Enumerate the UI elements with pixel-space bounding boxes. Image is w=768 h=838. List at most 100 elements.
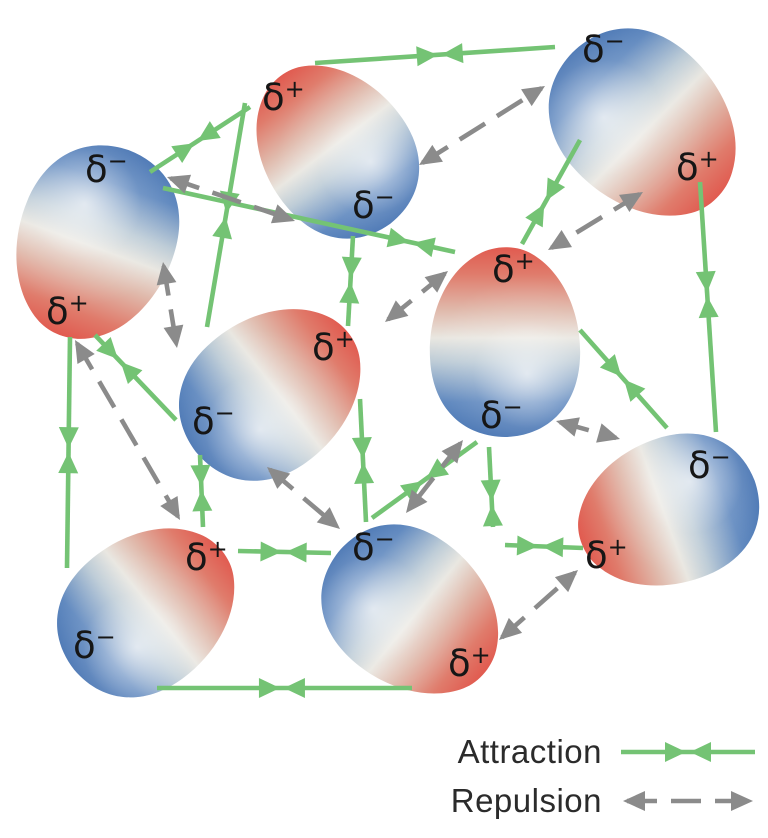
attraction-arrow [162,185,456,258]
repulsion-arrow [556,417,620,443]
arrowhead [599,354,622,377]
repulsion-arrow-icon [623,791,753,811]
attraction-arrow [695,181,719,433]
arrowhead [192,490,213,512]
arrowhead [482,504,503,527]
attraction-arrow [339,235,362,327]
molecule-center-left [179,309,361,481]
arrowhead [731,791,753,811]
arrowhead [339,282,360,304]
molecule-highlight [578,433,760,586]
arrowhead [525,204,545,228]
molecule-highlight [16,145,180,339]
arrowhead [424,271,448,293]
attraction-arrow [148,105,252,174]
arrowhead [270,204,295,224]
arrowhead [441,43,464,64]
arrowhead [258,678,280,698]
attraction-arrows [58,43,719,698]
repulsion-arrow [406,440,463,513]
arrowhead [542,537,564,558]
attraction-arrow [93,333,178,422]
arrowhead [548,230,572,250]
arrowhead [546,177,566,201]
arrowhead [96,336,118,360]
molecule-highlight [179,309,361,481]
legend-repulsion-label: Repulsion [450,782,602,819]
charge-label: δ− [192,399,235,443]
charge-label: δ− [582,27,625,71]
legend: Attraction Repulsion [418,733,758,820]
attraction-arrow [370,440,479,520]
repulsion-arrow [75,340,180,520]
arrowhead [212,216,233,240]
charge-label: δ+ [676,145,719,189]
arrowhead [58,452,79,474]
arrowhead [316,507,340,529]
molecules [16,28,760,698]
arrowhead [406,489,428,513]
attraction-arrow [519,138,583,246]
arrowhead [386,227,410,248]
arrowhead [75,340,95,365]
arrowhead [197,121,221,142]
molecule-highlight [548,28,736,216]
arrowhead [385,300,409,322]
charge-label: δ+ [448,641,491,685]
charge-label: δ+ [585,533,628,577]
repulsion-arrow [385,271,448,322]
charge-label: δ− [85,147,128,191]
attraction-arrow [621,742,755,762]
legend-repulsion-row: Repulsion [418,782,758,820]
arrowhead [426,458,449,479]
charge-label: δ− [73,623,116,667]
arrowhead [480,479,501,502]
charge-label: δ+ [185,535,228,579]
legend-attraction-label: Attraction [457,733,602,770]
arrowhead [283,678,305,698]
charge-label: δ− [352,525,395,569]
molecule-top-right [548,28,736,216]
arrowhead [596,423,620,443]
molecule-bottom-middle [321,524,498,694]
arrowhead [665,742,686,762]
molecule-highlight [57,528,235,698]
arrowhead [623,791,645,811]
attraction-arrow [504,535,584,558]
arrowhead [171,143,195,164]
molecule-top-left [16,145,180,339]
repulsion-arrow [623,791,753,811]
charge-label: δ+ [492,247,535,291]
arrowhead [260,541,282,562]
charge-label: δ− [352,183,395,227]
molecule-center [429,247,581,437]
arrowhead [516,535,539,556]
repulsion-arrow [167,174,295,224]
arrowhead [190,464,211,487]
attraction-arrow [480,446,503,528]
charge-label: δ+ [312,325,355,369]
attraction-arrow [578,328,669,430]
arrowhead [160,495,180,520]
molecule-bottom-left [57,528,235,698]
arrowhead [521,86,545,107]
attraction-arrow [351,398,375,523]
arrowhead [698,296,719,319]
arrowhead [695,270,716,293]
molecule-highlight [256,65,420,239]
repulsion-arrow [499,570,578,640]
molecule-top-middle [256,65,420,239]
attraction-arrow [237,541,332,563]
arrowhead [690,742,711,762]
arrowhead [351,437,372,459]
arrowhead [413,237,436,258]
arrowhead [58,427,79,449]
arrowhead [354,462,375,484]
arrowhead [341,256,362,279]
arrowhead [623,379,646,402]
attraction-arrow [190,454,213,528]
charge-label: δ+ [46,289,89,333]
attraction-arrow [314,43,556,67]
